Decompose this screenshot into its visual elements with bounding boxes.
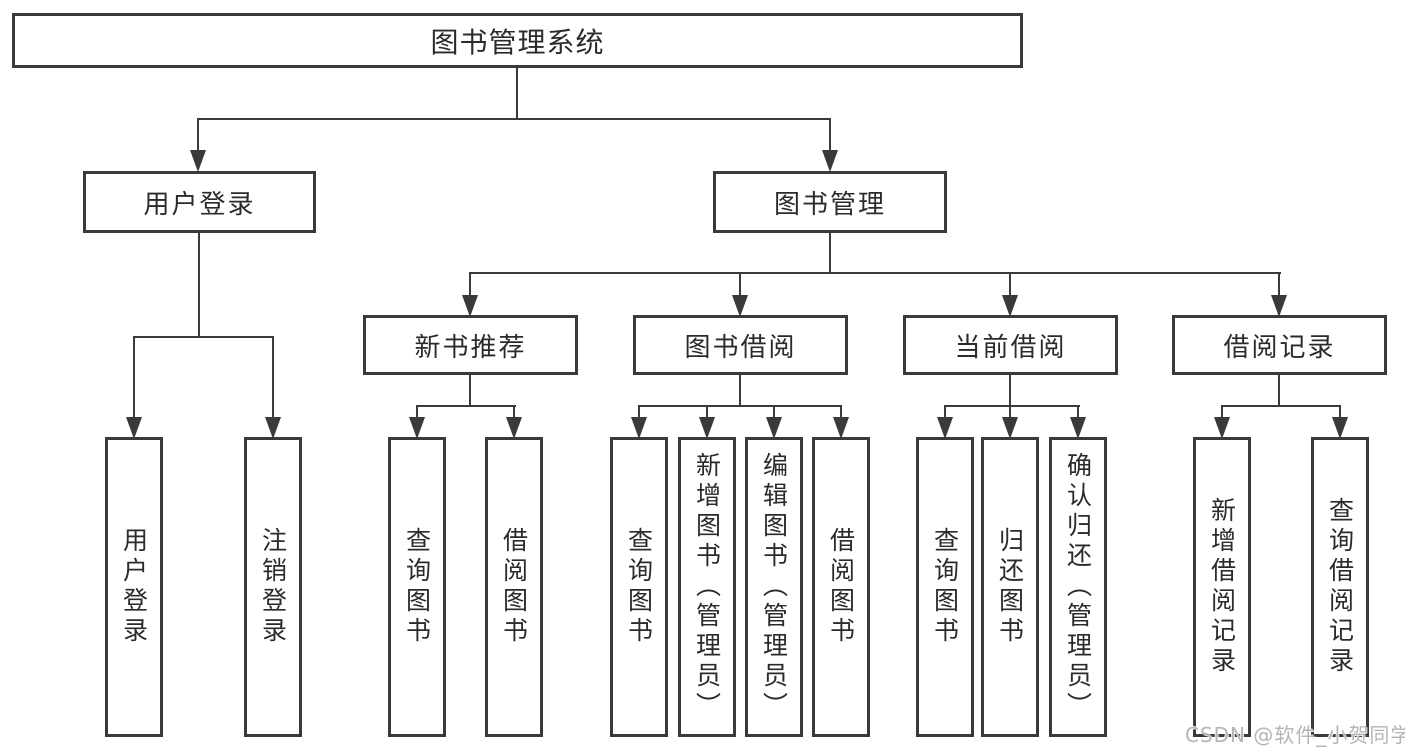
leaf-label: 注销登录 [258,527,288,647]
connector-line [1221,405,1341,407]
leaf-logout: 注销登录 [244,437,302,737]
arrow-down-icon [1002,295,1018,317]
arrow-down-icon [409,417,425,439]
connector-line [1339,405,1341,420]
connector-line [829,233,831,274]
node-book-management-label: 图书管理 [773,189,886,220]
leaf-label: 查询借阅记录 [1325,497,1355,677]
connector-line [1278,272,1280,298]
connector-line [198,233,200,338]
connector-line [516,68,518,120]
leaf-query-books-3: 查询图书 [916,437,974,737]
leaf-confirm-return-admin: 确认归还（管理员） [1049,437,1107,737]
connector-line [272,336,274,420]
connector-line [197,118,831,120]
leaf-label: 确认归还（管理员） [1063,452,1093,722]
node-book-management: 图书管理 [713,171,947,233]
leaf-label: 编辑图书（管理员） [759,452,789,722]
connector-line [638,405,640,420]
leaf-borrow-books-2: 借阅图书 [812,437,870,737]
watermark: CSDN @软件_小贺同学 [1185,723,1405,747]
node-book-borrowing: 图书借阅 [633,315,848,375]
leaf-label: 查询图书 [624,527,654,647]
connector-line [773,405,775,420]
node-new-book-recommend: 新书推荐 [363,315,578,375]
connector-line [133,336,274,338]
arrow-down-icon [126,417,142,439]
connector-line [513,405,515,420]
connector-line [944,405,946,420]
connector-line [1009,405,1011,420]
leaf-label: 用户登录 [119,527,149,647]
connector-line [944,405,1080,407]
connector-line [133,336,135,420]
leaf-add-borrow-record: 新增借阅记录 [1193,437,1251,737]
arrow-down-icon [699,417,715,439]
arrow-down-icon [462,295,478,317]
leaf-label: 查询图书 [930,527,960,647]
arrow-down-icon [265,417,281,439]
connector-line [1221,405,1223,420]
node-user-login: 用户登录 [83,171,316,233]
leaf-label: 借阅图书 [499,527,529,647]
leaf-edit-books-admin: 编辑图书（管理员） [745,437,803,737]
leaf-add-books-admin: 新增图书（管理员） [678,437,736,737]
connector-line [739,272,741,298]
connector-line [1278,373,1280,407]
node-current-borrowing-label: 当前借阅 [954,332,1067,363]
leaf-return-books: 归还图书 [981,437,1039,737]
connector-line [840,405,842,420]
leaf-label: 归还图书 [995,527,1025,647]
connector-line [197,118,199,152]
node-root-label: 图书管理系统 [430,25,605,59]
arrow-down-icon [506,417,522,439]
connector-line [1077,405,1079,420]
arrow-down-icon [1332,417,1348,439]
arrow-down-icon [833,417,849,439]
leaf-user-login: 用户登录 [105,437,163,737]
leaf-label: 新增图书（管理员） [692,452,722,722]
node-new-book-recommend-label: 新书推荐 [414,332,527,363]
arrow-down-icon [822,150,838,172]
arrow-down-icon [766,417,782,439]
node-borrow-records-label: 借阅记录 [1223,332,1336,363]
arrow-down-icon [1070,417,1086,439]
connector-line [469,373,471,407]
node-book-borrowing-label: 图书借阅 [684,332,797,363]
connector-line [739,373,741,407]
leaf-query-borrow-record: 查询借阅记录 [1311,437,1369,737]
arrow-down-icon [732,295,748,317]
node-user-login-label: 用户登录 [143,189,256,220]
leaf-query-books-2: 查询图书 [610,437,668,737]
connector-line [469,272,1281,274]
arrow-down-icon [937,417,953,439]
arrow-down-icon [1214,417,1230,439]
arrow-down-icon [631,417,647,439]
connector-line [1009,373,1011,407]
leaf-label: 新增借阅记录 [1207,497,1237,677]
leaf-query-books-1: 查询图书 [388,437,446,737]
leaf-label: 查询图书 [402,527,432,647]
node-current-borrowing: 当前借阅 [903,315,1118,375]
node-borrow-records: 借阅记录 [1172,315,1387,375]
node-root: 图书管理系统 [12,13,1023,68]
leaf-label: 借阅图书 [826,527,856,647]
connector-line [416,405,516,407]
connector-line [416,405,418,420]
connector-line [1009,272,1011,298]
connector-line [469,272,471,298]
connector-line [638,405,842,407]
connector-line [829,118,831,152]
arrow-down-icon [1271,295,1287,317]
arrow-down-icon [190,150,206,172]
leaf-borrow-books-1: 借阅图书 [485,437,543,737]
connector-line [706,405,708,420]
arrow-down-icon [1002,417,1018,439]
